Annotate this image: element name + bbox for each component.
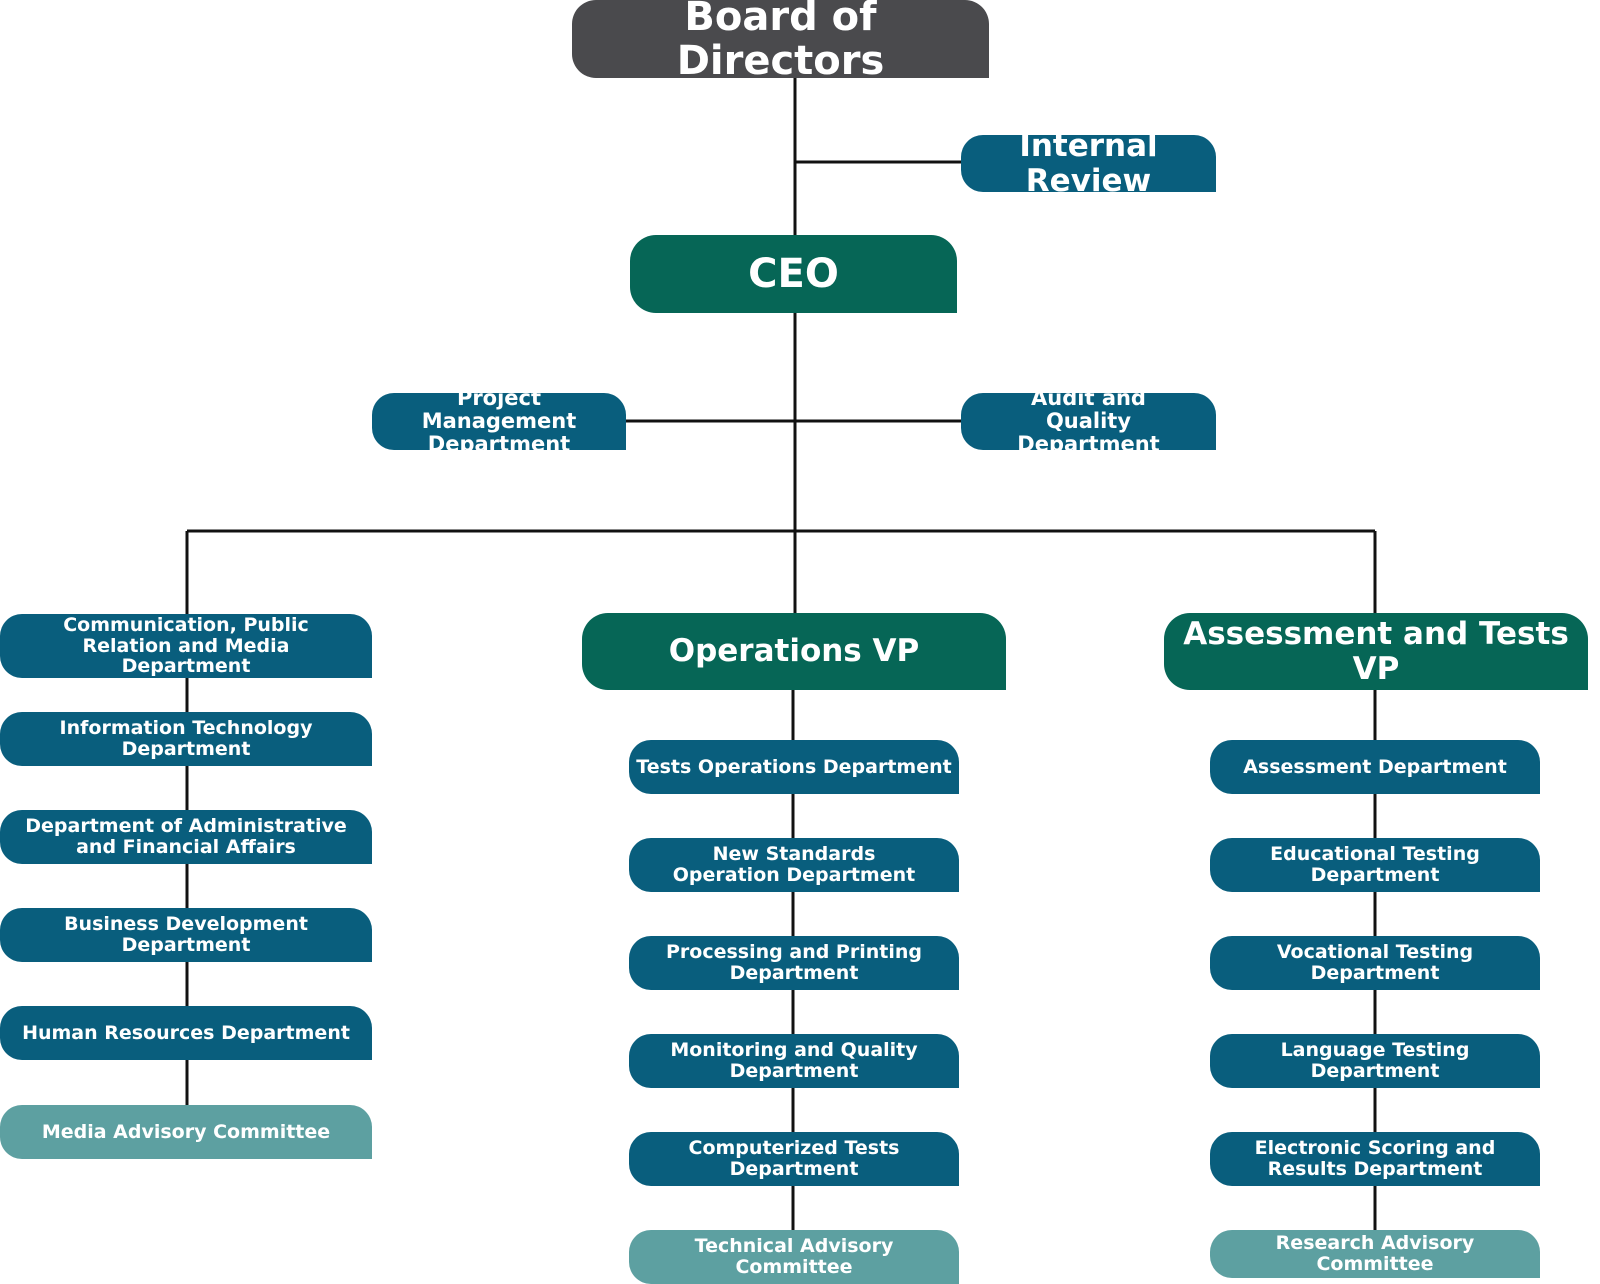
operations-dept-box: Monitoring and Quality Department xyxy=(629,1034,959,1088)
media-advisory-committee-label: Media Advisory Committee xyxy=(41,1120,331,1143)
left-dept-label: Human Resources Department xyxy=(22,1021,350,1044)
left-dept-box: Human Resources Department xyxy=(0,1006,372,1060)
left-dept-box: Information Technology Department xyxy=(0,712,372,766)
media-advisory-committee-box: Media Advisory Committee xyxy=(0,1105,372,1159)
operations-dept-box: Tests Operations Department xyxy=(629,740,959,794)
assessment-dept-box: Educational Testing Department xyxy=(1210,838,1540,892)
assessment-vp-box: Assessment and Tests VP xyxy=(1164,613,1588,690)
left-dept-label: Department of Administrative and Financi… xyxy=(25,815,347,858)
operations-dept-label: New Standards Operation Department xyxy=(672,843,916,886)
operations-dept-box: Processing and Printing Department xyxy=(629,936,959,990)
board-of-directors-box: Board of Directors xyxy=(572,0,989,83)
assessment-dept-label: Language Testing Department xyxy=(1280,1039,1470,1082)
operations-dept-box: New Standards Operation Department xyxy=(629,838,959,892)
left-dept-box: Business Development Department xyxy=(0,908,372,962)
assessment-dept-box: Language Testing Department xyxy=(1210,1034,1540,1088)
operations-dept-label: Tests Operations Department xyxy=(636,755,952,778)
technical-advisory-committee-label: Technical Advisory Committee xyxy=(694,1235,894,1278)
ceo-label: CEO xyxy=(748,251,839,297)
project-management-box: Project Management Department xyxy=(372,386,626,456)
operations-dept-box: Computerized Tests Department xyxy=(629,1132,959,1186)
project-management-label: Project Management Department xyxy=(421,385,577,457)
board-of-directors-label: Board of Directors xyxy=(676,0,885,84)
assessment-dept-label: Electronic Scoring and Results Departmen… xyxy=(1254,1137,1496,1180)
left-dept-label: Communication, Public Relation and Media… xyxy=(63,613,309,678)
audit-quality-label: Audit and Quality Department xyxy=(1017,385,1160,457)
operations-dept-label: Computerized Tests Department xyxy=(688,1137,900,1180)
assessment-dept-label: Vocational Testing Department xyxy=(1276,941,1474,984)
internal-review-box: Internal Review xyxy=(961,129,1216,198)
research-advisory-committee-box: Research Advisory Committee xyxy=(1210,1230,1540,1278)
left-dept-box: Department of Administrative and Financi… xyxy=(0,810,372,864)
assessment-dept-label: Assessment Department xyxy=(1243,755,1507,778)
technical-advisory-committee-box: Technical Advisory Committee xyxy=(629,1230,959,1284)
assessment-vp-label: Assessment and Tests VP xyxy=(1183,616,1569,687)
operations-dept-label: Processing and Printing Department xyxy=(666,941,922,984)
ceo-box: CEO xyxy=(630,235,957,313)
left-dept-label: Information Technology Department xyxy=(59,717,313,760)
research-advisory-committee-label: Research Advisory Committee xyxy=(1275,1232,1475,1275)
audit-quality-box: Audit and Quality Department xyxy=(961,386,1216,456)
assessment-dept-box: Assessment Department xyxy=(1210,740,1540,794)
assessment-dept-label: Educational Testing Department xyxy=(1270,843,1480,886)
operations-vp-label: Operations VP xyxy=(668,633,920,670)
assessment-dept-box: Vocational Testing Department xyxy=(1210,936,1540,990)
assessment-dept-box: Electronic Scoring and Results Departmen… xyxy=(1210,1132,1540,1186)
internal-review-label: Internal Review xyxy=(1019,128,1158,199)
left-dept-box: Communication, Public Relation and Media… xyxy=(0,614,372,678)
operations-vp-box: Operations VP xyxy=(582,613,1006,690)
left-dept-label: Business Development Department xyxy=(64,913,308,956)
operations-dept-label: Monitoring and Quality Department xyxy=(670,1039,918,1082)
